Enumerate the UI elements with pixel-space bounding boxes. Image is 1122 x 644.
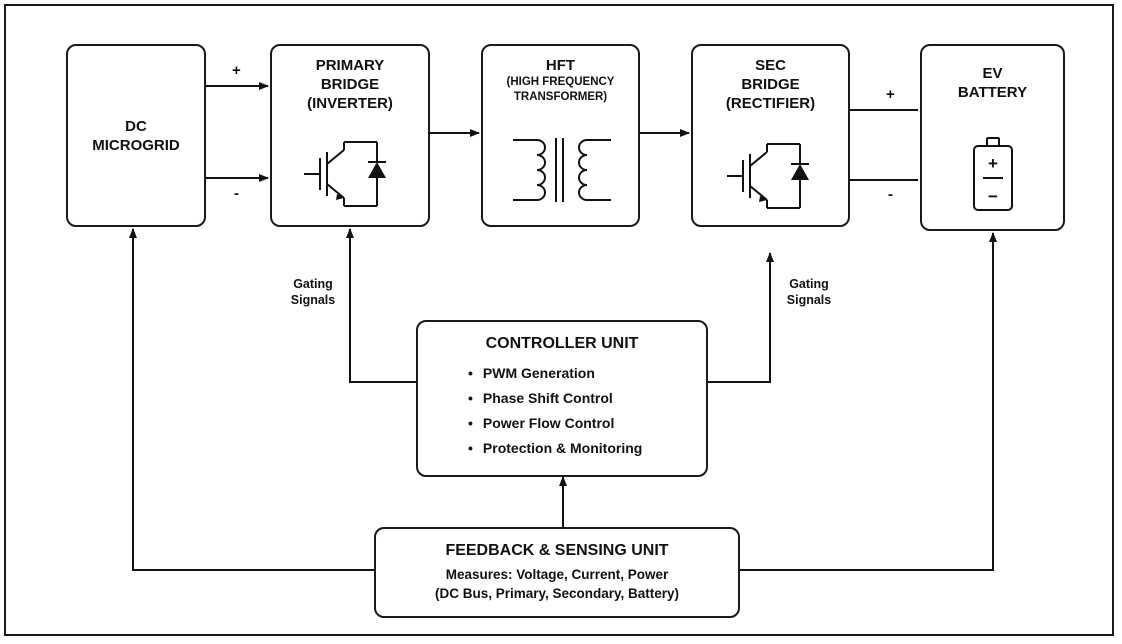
ev-battery-label-line1: EV: [982, 65, 1003, 82]
plus-sign-output: +: [886, 86, 895, 103]
gating-left-line2: Signals: [290, 293, 336, 307]
controller-feature-list: PWM Generation Phase Shift Control Power…: [418, 361, 706, 461]
ev-battery-label-line2: BATTERY: [957, 84, 1028, 101]
controller-feature-item: PWM Generation: [468, 361, 706, 386]
hft-subtitle-line2: TRANSFORMER): [513, 91, 608, 103]
battery-minus-symbol: −: [988, 187, 998, 206]
hft-block: HFT (HIGH FREQUENCY TRANSFORMER): [481, 44, 640, 227]
feedback-sensing-title: FEEDBACK & SENSING UNIT: [445, 542, 669, 559]
sec-bridge-label-line3: (RECTIFIER): [725, 95, 816, 112]
primary-bridge-block: PRIMARY BRIDGE (INVERTER): [270, 44, 430, 227]
sec-bridge-block: SEC BRIDGE (RECTIFIER): [691, 44, 850, 227]
controller-feature-item: Phase Shift Control: [468, 386, 706, 411]
diagram-frame: [4, 4, 1114, 636]
gating-right-line2: Signals: [786, 293, 832, 307]
gating-left-line1: Gating: [293, 277, 333, 291]
controller-unit-title: CONTROLLER UNIT: [485, 335, 639, 352]
dc-microgrid-label-line2: MICROGRID: [92, 136, 180, 154]
gating-right-line1: Gating: [789, 277, 829, 291]
igbt-diode-icon: [727, 143, 809, 209]
minus-sign-output: -: [888, 186, 893, 203]
sec-bridge-label-line1: SEC: [755, 57, 786, 74]
feedback-measures-line: Measures: Voltage, Current, Power: [445, 567, 669, 582]
battery-plus-symbol: +: [988, 154, 998, 173]
dc-microgrid-label-line1: DC: [125, 117, 147, 135]
controller-unit-block: CONTROLLER UNIT PWM Generation Phase Shi…: [416, 320, 708, 477]
primary-bridge-label-line2: BRIDGE: [320, 76, 380, 93]
igbt-diode-icon: [304, 141, 386, 207]
controller-feature-item: Protection & Monitoring: [468, 436, 706, 461]
hft-title: HFT: [545, 57, 576, 74]
wire-gating-secondary: [708, 252, 774, 383]
transformer-icon: [513, 138, 611, 202]
plus-sign-input: +: [232, 62, 241, 79]
wire-feedback-to-battery: [740, 232, 997, 571]
ev-battery-block: EV BATTERY + −: [920, 44, 1065, 231]
feedback-points-line: (DC Bus, Primary, Secondary, Battery): [434, 586, 680, 601]
gating-signals-right-label: Gating Signals: [774, 276, 844, 308]
primary-bridge-label-line3: (INVERTER): [307, 95, 393, 112]
minus-sign-input: -: [234, 185, 239, 202]
gating-signals-left-label: Gating Signals: [278, 276, 348, 308]
battery-icon: + −: [973, 137, 1013, 211]
sec-bridge-label-line2: BRIDGE: [741, 76, 800, 93]
hft-subtitle-line1: (HIGH FREQUENCY: [506, 76, 615, 88]
wire-feedback-to-microgrid: [129, 228, 374, 571]
wire-gating-primary: [346, 228, 416, 383]
feedback-sensing-block: FEEDBACK & SENSING UNIT Measures: Voltag…: [374, 527, 740, 618]
dc-microgrid-block: DC MICROGRID: [66, 44, 206, 227]
primary-bridge-label-line1: PRIMARY: [315, 57, 385, 74]
controller-feature-item: Power Flow Control: [468, 411, 706, 436]
